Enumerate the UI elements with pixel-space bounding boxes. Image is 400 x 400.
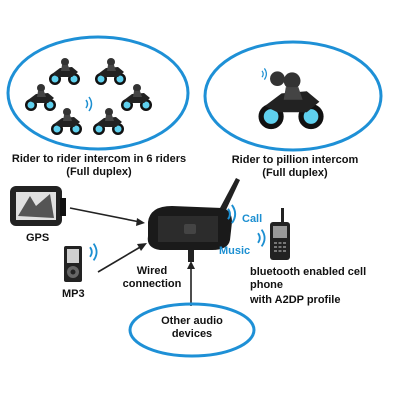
music-label: Music [219,245,251,257]
mp3-player-icon [64,246,82,282]
other-audio-label: Other audio devices [140,315,244,341]
pillion-intercom-ellipse [203,40,383,152]
gps-label: GPS [26,232,50,244]
rider-intercom-ellipse [6,35,190,151]
mp3-label: MP3 [62,288,85,300]
signal-wave-icon [85,96,93,112]
pillion-intercom-caption: Rider to pillion intercom (Full duplex) [210,154,380,180]
cell-phone-label: bluetooth enabled cell phone with A2DP p… [250,266,400,307]
mp3-arrow-head [137,243,147,251]
cell-phone-label-line2: with A2DP profile [250,294,341,306]
motorcycle-icon [51,108,82,135]
cell-phone-icon [270,208,290,260]
signal-wave-icon [89,242,98,262]
signal-wave-icon [261,67,267,81]
pillion-intercom-caption-line2: (Full duplex) [262,167,328,179]
motorcycle-icon [93,108,124,135]
other-audio-label-line1: Other audio [161,315,223,327]
gps-device-icon [10,186,66,226]
pillion-intercom-caption-line1: Rider to pillion intercom [231,154,359,166]
gps-arrow-head [136,218,145,226]
cell-phone-label-line1: bluetooth enabled cell phone [250,266,367,291]
wired-connection-label: Wired connection [122,265,182,291]
pillion-motorcycle-icon [258,71,324,130]
rider-intercom-caption: Rider to rider intercom in 6 riders (Ful… [4,153,194,179]
gps-arrow [69,207,141,223]
other-audio-label-line2: devices [171,328,213,340]
motorcycle-icon [121,84,152,111]
motorcycle-icon [95,58,126,85]
rider-intercom-caption-line1: Rider to rider intercom in 6 riders [11,153,187,165]
motorcycle-icon [49,58,80,85]
motorcycle-icon [25,84,56,111]
signal-wave-icon [257,228,266,248]
wired-label-line1: Wired [136,265,168,277]
wired-label-line2: connection [122,278,182,290]
call-label: Call [242,213,263,225]
other-audio-ellipse [128,302,256,358]
bluetooth-headset-icon [147,178,240,262]
rider-intercom-caption-line2: (Full duplex) [66,166,132,178]
other-audio-arrow-head [187,261,195,269]
mp3-arrow [97,245,143,273]
